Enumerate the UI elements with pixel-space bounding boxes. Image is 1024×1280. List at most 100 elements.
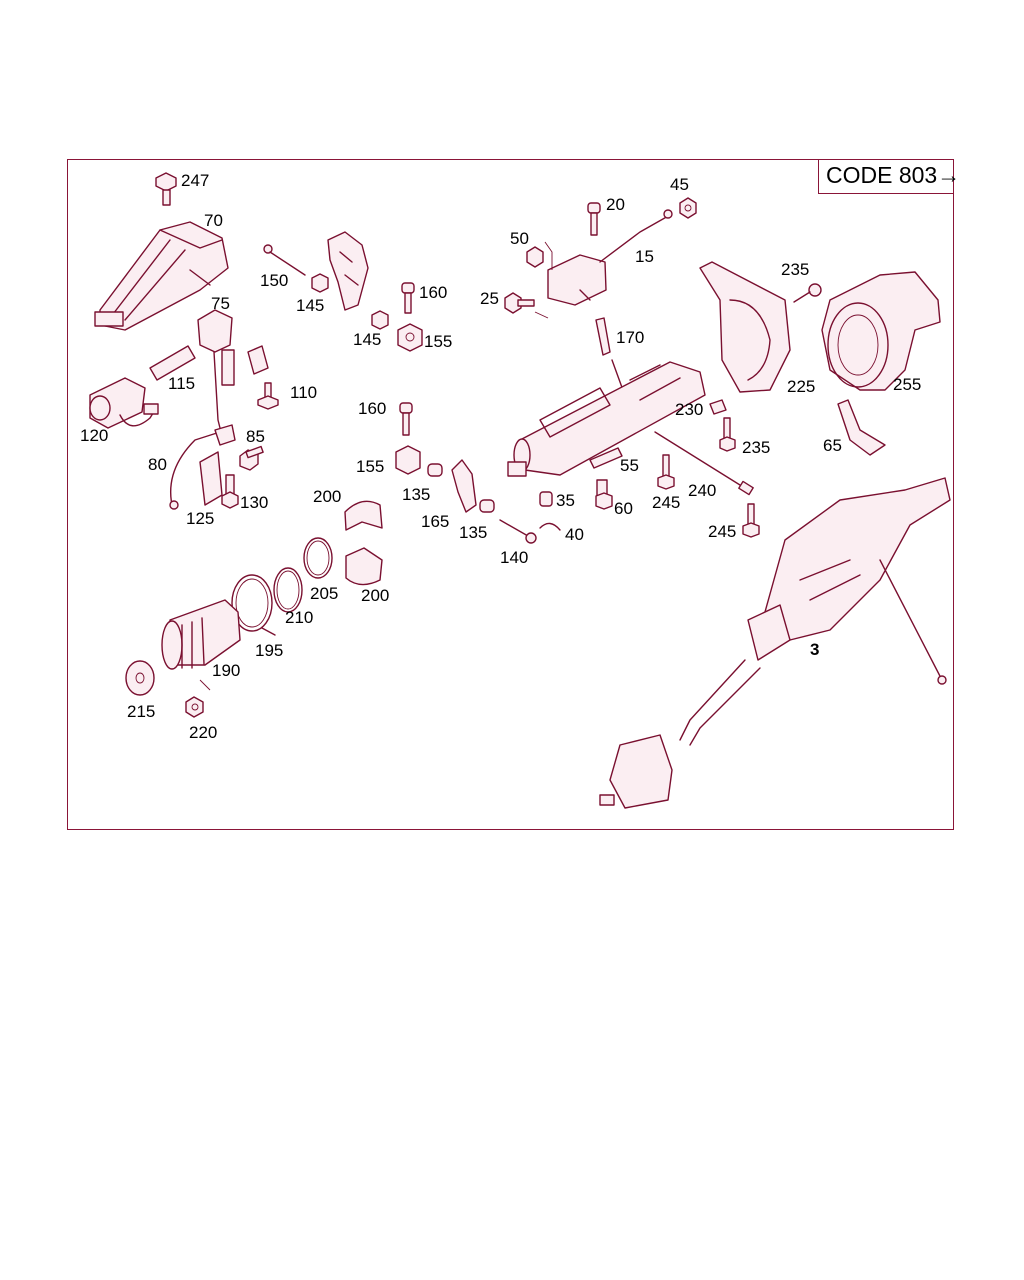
label-165: 165 <box>421 512 449 531</box>
label-70: 70 <box>204 211 223 230</box>
label-40: 40 <box>565 525 584 544</box>
part-135-spacer-a <box>427 463 443 477</box>
part-75-sensor <box>197 309 235 441</box>
part-245-screw-a <box>657 454 675 490</box>
part-190-boot <box>161 599 241 670</box>
label-130: 130 <box>240 493 268 512</box>
label-60: 60 <box>614 499 633 518</box>
part-40-clip <box>539 522 561 531</box>
label-120: 120 <box>80 426 108 445</box>
label-125: 125 <box>186 509 214 528</box>
part-35-spring <box>539 491 553 507</box>
part-70-bracket <box>94 221 229 331</box>
label-225: 225 <box>787 377 815 396</box>
part-110-screw <box>257 382 279 410</box>
part-60-screw <box>595 479 613 510</box>
label-160-a: 160 <box>419 283 447 302</box>
part-150-long-bolt <box>263 244 306 276</box>
part-215-washer <box>125 660 155 696</box>
part-200-shell-upper <box>344 500 383 531</box>
label-210: 210 <box>285 608 313 627</box>
label-140: 140 <box>500 548 528 567</box>
label-35: 35 <box>556 491 575 510</box>
code-box: CODE 803→ <box>818 159 960 194</box>
label-170: 170 <box>616 328 644 347</box>
part-255-shroud <box>821 271 941 391</box>
label-245-a: 245 <box>652 493 680 512</box>
label-155-a: 155 <box>424 332 452 351</box>
part-column-tube <box>507 361 706 477</box>
label-110: 110 <box>290 383 317 402</box>
label-235-b: 235 <box>742 438 770 457</box>
diagram-frame <box>67 159 954 830</box>
part-clip-small <box>247 345 269 375</box>
label-45: 45 <box>670 175 689 194</box>
part-165-lever <box>451 459 477 513</box>
part-tilt-bracket <box>327 231 369 311</box>
label-190: 190 <box>212 661 240 680</box>
label-145-a: 145 <box>296 296 324 315</box>
part-135-spacer-b <box>479 499 495 513</box>
label-220: 220 <box>189 723 217 742</box>
arrow-icon: → <box>937 162 961 188</box>
label-255: 255 <box>893 375 921 394</box>
part-140-bolt <box>499 519 537 544</box>
label-205: 205 <box>310 584 338 603</box>
part-205-ring <box>303 537 333 579</box>
label-20: 20 <box>606 195 625 214</box>
label-200-a: 200 <box>313 487 341 506</box>
label-245-b: 245 <box>708 522 736 541</box>
label-200-b: 200 <box>361 586 389 605</box>
part-120-motor <box>89 377 159 429</box>
part-155-nut-b <box>395 445 421 475</box>
label-247: 247 <box>181 171 209 190</box>
label-135-b: 135 <box>459 523 487 542</box>
label-145-b: 145 <box>353 330 381 349</box>
part-240-rod <box>654 431 754 496</box>
label-3: 3 <box>810 640 819 659</box>
label-215: 215 <box>127 702 155 721</box>
part-labels: 247 70 75 150 145 145 160 155 115 110 12… <box>80 171 921 742</box>
label-55: 55 <box>620 456 639 475</box>
part-3-steering-column <box>599 477 951 809</box>
part-247-bolt <box>155 172 177 206</box>
label-25: 25 <box>480 289 499 308</box>
part-130-bolt <box>221 474 239 509</box>
label-195: 195 <box>255 641 283 660</box>
part-210-ring <box>273 567 303 613</box>
part-160-screw-b <box>399 402 413 436</box>
part-55-strip <box>589 447 623 469</box>
part-160-screw-a <box>401 282 415 314</box>
label-115: 115 <box>168 374 195 393</box>
label-160-b: 160 <box>358 399 386 418</box>
part-195-clamp <box>231 574 276 636</box>
part-125-bracket <box>199 451 223 506</box>
part-80-cable <box>169 424 236 510</box>
part-200-shell-lower <box>345 547 383 586</box>
label-135-a: 135 <box>402 485 430 504</box>
part-65-bracket <box>837 399 886 456</box>
part-85-bolt <box>239 445 264 471</box>
part-235-screw-b <box>719 417 736 452</box>
part-20-screw <box>587 202 601 236</box>
label-155-b: 155 <box>356 457 384 476</box>
part-145-nut-b <box>371 310 389 330</box>
label-80: 80 <box>148 455 167 474</box>
label-150: 150 <box>260 271 288 290</box>
label-75: 75 <box>211 294 230 313</box>
code-label: CODE 803 <box>826 162 938 188</box>
part-155-nut-a <box>397 323 423 352</box>
label-85: 85 <box>246 427 265 446</box>
part-220-nut <box>185 696 204 718</box>
part-25-bolt <box>504 292 535 314</box>
part-115-sleeve <box>149 345 196 381</box>
label-230: 230 <box>675 400 703 419</box>
label-240: 240 <box>688 481 716 500</box>
part-230-clip <box>709 399 727 415</box>
leader-lines <box>199 241 553 691</box>
part-235-screw-a <box>793 283 822 303</box>
label-15: 15 <box>635 247 654 266</box>
part-50-nut <box>526 246 544 268</box>
part-15-lock-assembly <box>547 209 673 306</box>
